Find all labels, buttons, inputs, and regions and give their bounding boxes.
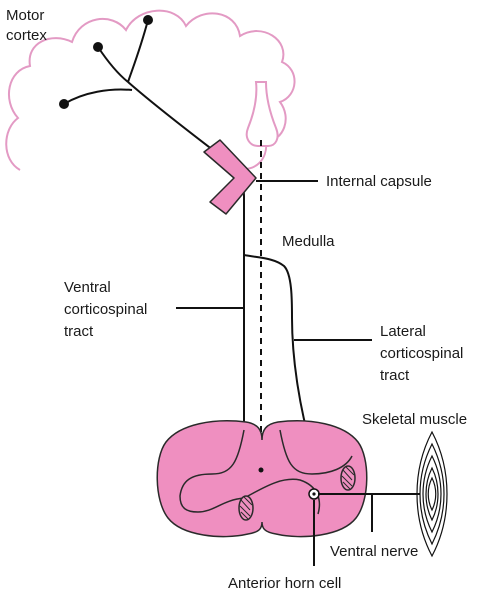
motor-cortex-label-line2: cortex	[6, 27, 47, 44]
axon-3	[63, 88, 133, 105]
spinal-cord-section	[156, 420, 368, 538]
motor-cortex-label-line1: Motor	[6, 7, 44, 24]
medulla-label: Medulla	[282, 233, 335, 250]
ventral-tract-label-line3: tract	[64, 323, 94, 340]
ventral-nerve-label: Ventral nerve	[330, 543, 418, 560]
axon-2	[97, 46, 129, 83]
internal-capsule-shape	[203, 139, 257, 215]
internal-capsule-label: Internal capsule	[326, 173, 432, 190]
lateral-tract-label-line2: corticospinal	[380, 345, 463, 362]
axon-1	[127, 19, 149, 83]
skeletal-muscle	[416, 430, 448, 558]
ventral-tract-label-line1: Ventral	[64, 279, 111, 296]
anterior-horn-cell-nucleus	[312, 492, 316, 496]
gray-matter-right	[279, 429, 353, 475]
cortical-neurons	[59, 15, 245, 255]
ventral-tract-hatching	[239, 496, 253, 520]
gray-matter-bottom	[243, 478, 321, 515]
central-canal	[258, 467, 264, 473]
motor-cortex-outline	[5, 9, 296, 171]
lateral-tract-hatching	[341, 466, 355, 490]
brainstem-outline	[245, 81, 279, 147]
lateral-tract-label-line1: Lateral	[380, 323, 426, 340]
lateral-tract-line	[243, 254, 313, 451]
ventral-tract-label-line2: corticospinal	[64, 301, 147, 318]
skeletal-muscle-label: Skeletal muscle	[362, 411, 467, 428]
anterior-horn-cell-label: Anterior horn cell	[228, 575, 341, 592]
lateral-tract-label-line3: tract	[380, 367, 410, 384]
gray-matter-left	[179, 429, 245, 513]
